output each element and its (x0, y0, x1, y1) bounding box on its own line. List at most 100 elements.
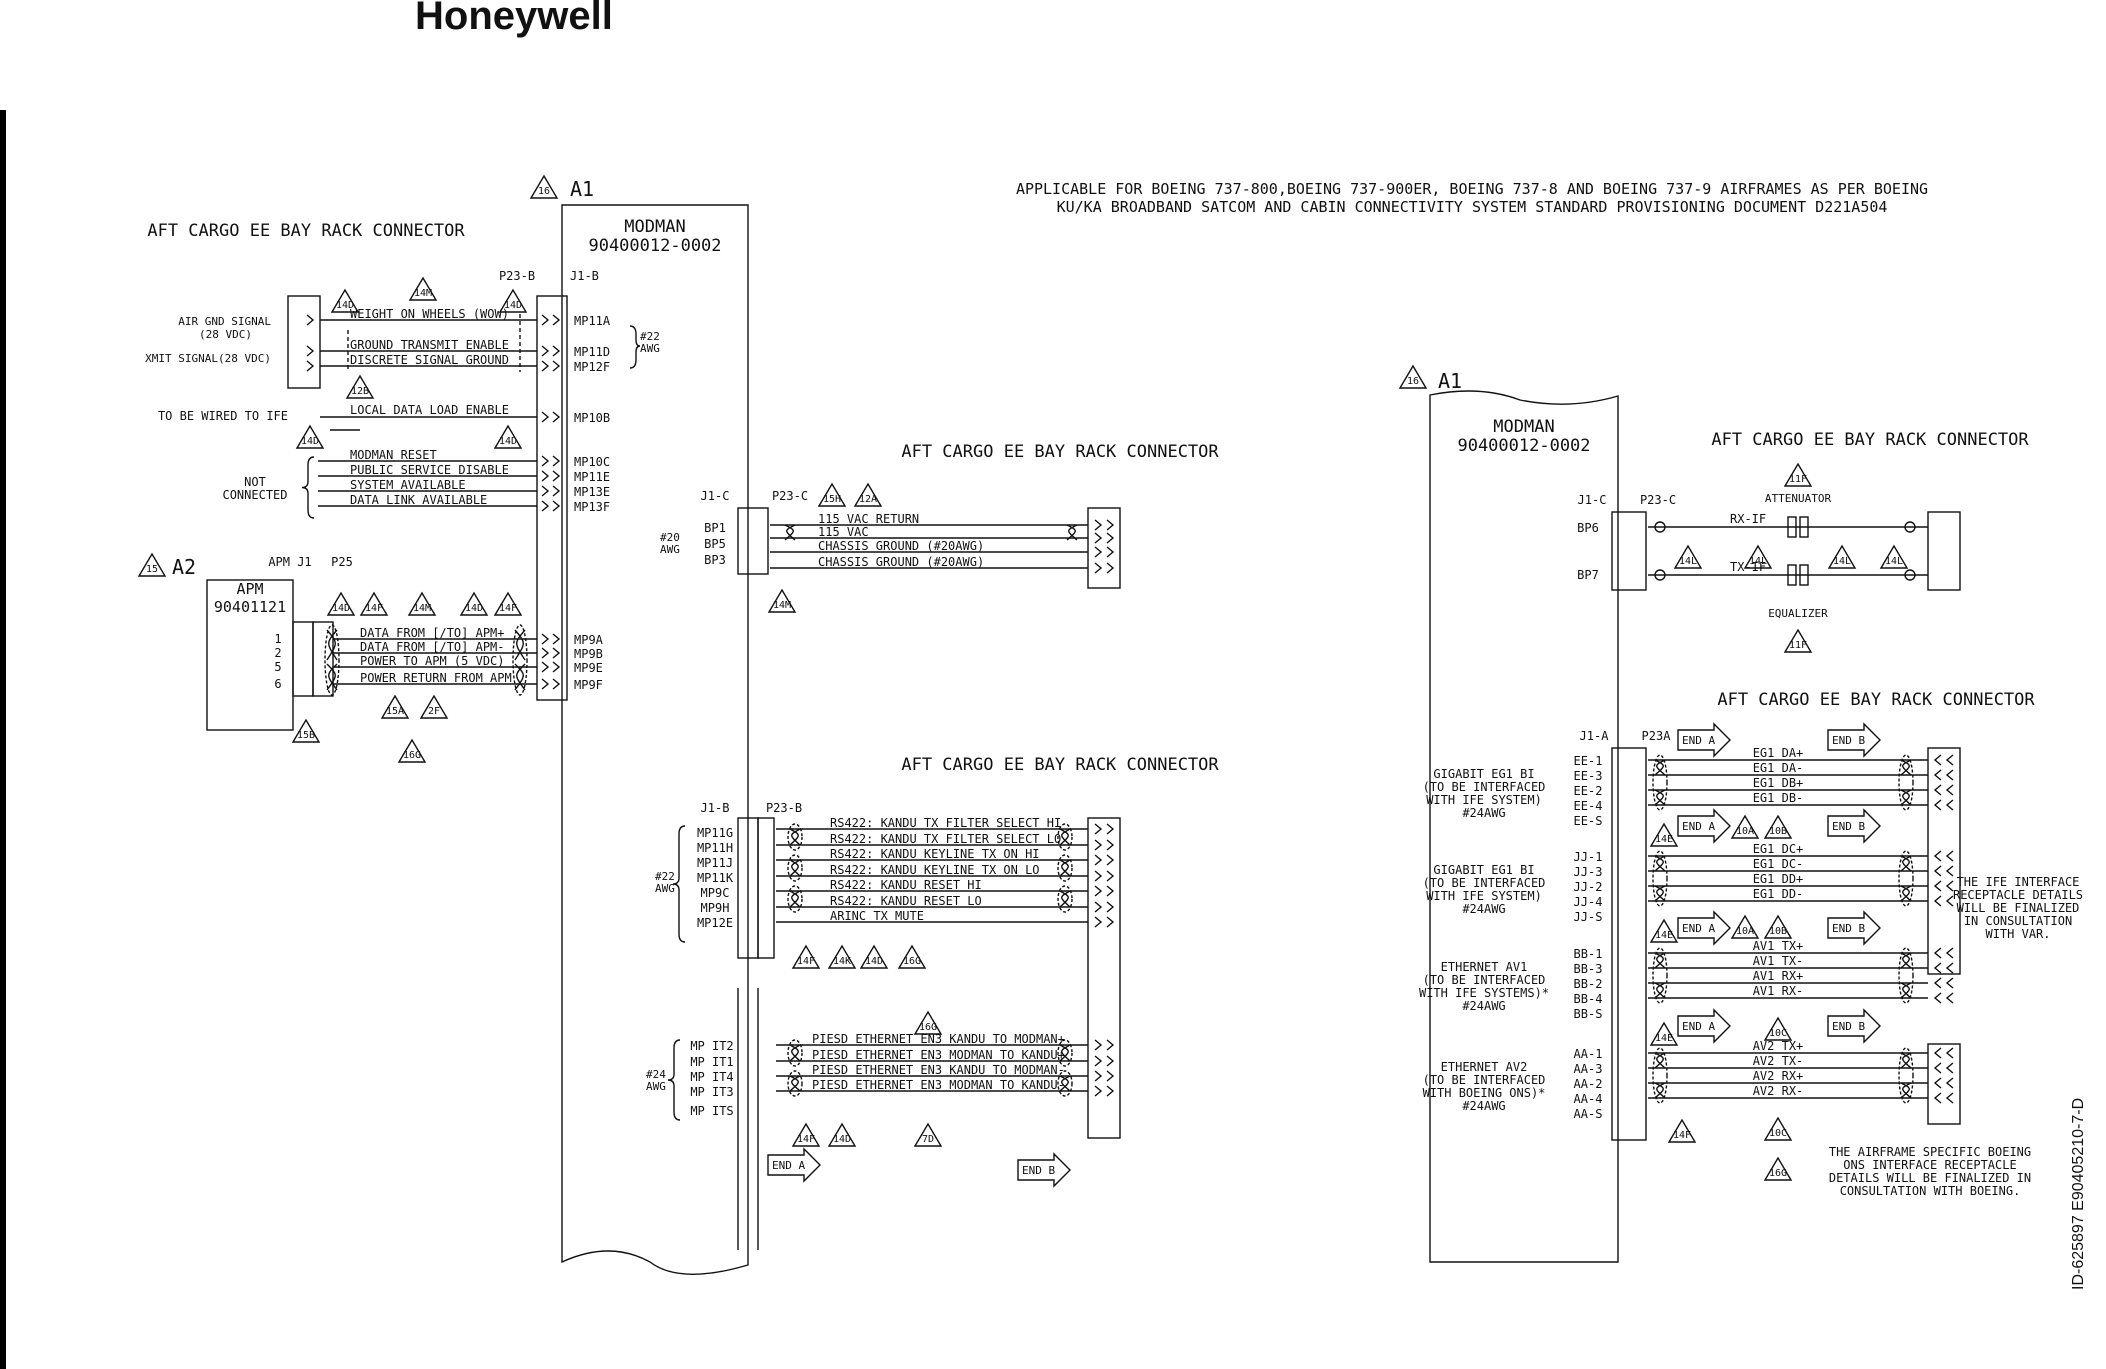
e-flag: 14F (797, 1134, 815, 1145)
ethernet-signal-label: EG1 DA+ (1753, 746, 1804, 760)
ref-flag (1783, 462, 1813, 487)
flag-15h: 15H (823, 494, 841, 505)
pin-chevron (1945, 754, 1954, 766)
connector-stub (737, 988, 759, 1250)
shield-symbol (1652, 754, 1668, 811)
pin-label: MP9A (574, 633, 604, 647)
pin-label: MP10C (574, 455, 610, 469)
j1b-label: J1-B (570, 269, 599, 283)
p23b2-connector (757, 817, 775, 959)
apm-part: 90401121 (214, 598, 286, 616)
signal-label: GROUND TRANSMIT ENABLE (350, 338, 509, 352)
twisted-pair-symbol (789, 859, 801, 877)
rack-connector-top (287, 295, 321, 389)
ethernet-signal-label: AV1 RX+ (1753, 969, 1804, 983)
ethernet-signal-label: EG1 DC+ (1753, 842, 1804, 856)
pin-chevron (1945, 865, 1954, 877)
brace (301, 456, 315, 519)
flag-14d-a: 14D (336, 300, 354, 311)
pin-chevron (552, 314, 561, 326)
group-pin: AA-1 (1574, 1047, 1603, 1061)
twisted-pair-symbol (514, 629, 526, 661)
flag-14d-d: 14D (499, 436, 517, 447)
group-desc: ETHERNET AV2 (1441, 1060, 1528, 1074)
apm-pin: 1 (274, 632, 281, 646)
a1-left-name: MODMAN (624, 217, 685, 237)
air-gnd-voltage: (28 VDC) (199, 328, 252, 341)
rack-title-2: AFT CARGO EE BAY RACK CONNECTOR (901, 442, 1219, 462)
pin-label: MP9B (574, 647, 603, 661)
pin-chevron (1106, 854, 1115, 866)
apm-flag: 14F (365, 603, 383, 614)
shield-symbol (1057, 1070, 1073, 1097)
boeing-note: DETAILS WILL BE FINALIZED IN (1829, 1171, 2031, 1185)
pin-label: MP10B (574, 411, 610, 425)
pin-chevron (1945, 1077, 1954, 1089)
p23b-label: P23-B (499, 269, 535, 283)
coax-symbol (1654, 569, 1666, 581)
end-label: END B (1022, 1164, 1055, 1177)
group-desc: ETHERNET AV1 (1441, 960, 1528, 974)
twisted-pair-symbol (326, 663, 338, 691)
rack-connector-ife (1927, 747, 1961, 975)
j1a-label: J1-A (1580, 729, 1610, 743)
b-pin: MP11K (697, 871, 734, 885)
end-arrow (767, 1147, 821, 1183)
p23b2-label: P23-B (766, 801, 802, 815)
ethernet-signal-label: EG1 DC- (1753, 857, 1804, 871)
pin-chevron (552, 360, 561, 372)
rack-title-3: AFT CARGO EE BAY RACK CONNECTOR (901, 755, 1219, 775)
pin-chevron (1106, 870, 1115, 882)
awg22-b-unit: AWG (655, 882, 675, 895)
b-flag: 14D (865, 956, 883, 967)
twisted-pair-symbol (1900, 982, 1912, 999)
b-pin: MP9H (701, 901, 730, 915)
power-signal-label: CHASSIS GROUND (#20AWG) (818, 555, 984, 569)
ref-flag (345, 374, 375, 399)
a2-flag: 15 (146, 564, 158, 575)
pin-chevron (1106, 562, 1115, 574)
ref-flag (326, 591, 356, 616)
flag-11f-top: 11F (1789, 474, 1807, 485)
awg24-unit: AWG (646, 1080, 666, 1093)
shield-symbol (1057, 885, 1073, 913)
ife-note: RECEPTACLE DETAILS (1953, 888, 2083, 902)
pin-chevron (1933, 784, 1942, 796)
group-pin: JJ-1 (1574, 850, 1603, 864)
ref-flag (1667, 1118, 1697, 1143)
pin-chevron (1933, 850, 1942, 862)
shield-symbol (1057, 854, 1073, 882)
shield-symbol (787, 823, 803, 851)
apm-signal-label: POWER TO APM (5 VDC) (360, 654, 505, 668)
ref-flag (1649, 1021, 1679, 1046)
p23c-right: P23-C (1640, 493, 1676, 507)
twisted-pair-symbol (1900, 1082, 1912, 1099)
ref-flag (407, 591, 437, 616)
pin-label: MP11D (574, 345, 610, 359)
group-desc: #24AWG (1462, 806, 1505, 820)
flag-14e: 14E (1655, 834, 1673, 845)
pin-chevron (541, 360, 550, 372)
ethernet-signal-label: AV2 RX+ (1753, 1069, 1804, 1083)
to-be-wired-to-ife: TO BE WIRED TO IFE (158, 409, 288, 423)
pin-chevron (1945, 784, 1954, 796)
b-pin: MP12E (697, 916, 733, 930)
ref-flag (380, 694, 410, 719)
pin-label: MP12F (574, 360, 610, 374)
twisted-pair-symbol (514, 663, 526, 691)
twisted-pair-symbol (1900, 952, 1912, 969)
apm-flag: 14D (465, 603, 483, 614)
pin-chevron (1094, 532, 1103, 544)
twisted-pair-symbol (789, 1075, 801, 1092)
end-arrow (1677, 1008, 1731, 1044)
ref-flag (1730, 914, 1760, 939)
b-pin: MP11G (697, 826, 733, 840)
end-arrow (1827, 808, 1881, 844)
honeywell-logo: Honeywell (415, 0, 613, 38)
group-desc: WITH IFE SYSTEMS)* (1419, 986, 1549, 1000)
ref-flag (397, 738, 427, 763)
a1-left-flag: 16 (538, 186, 550, 197)
apm-pin: 5 (274, 660, 281, 674)
end-label: END B (1832, 820, 1865, 833)
pin-chevron (1933, 1092, 1942, 1104)
